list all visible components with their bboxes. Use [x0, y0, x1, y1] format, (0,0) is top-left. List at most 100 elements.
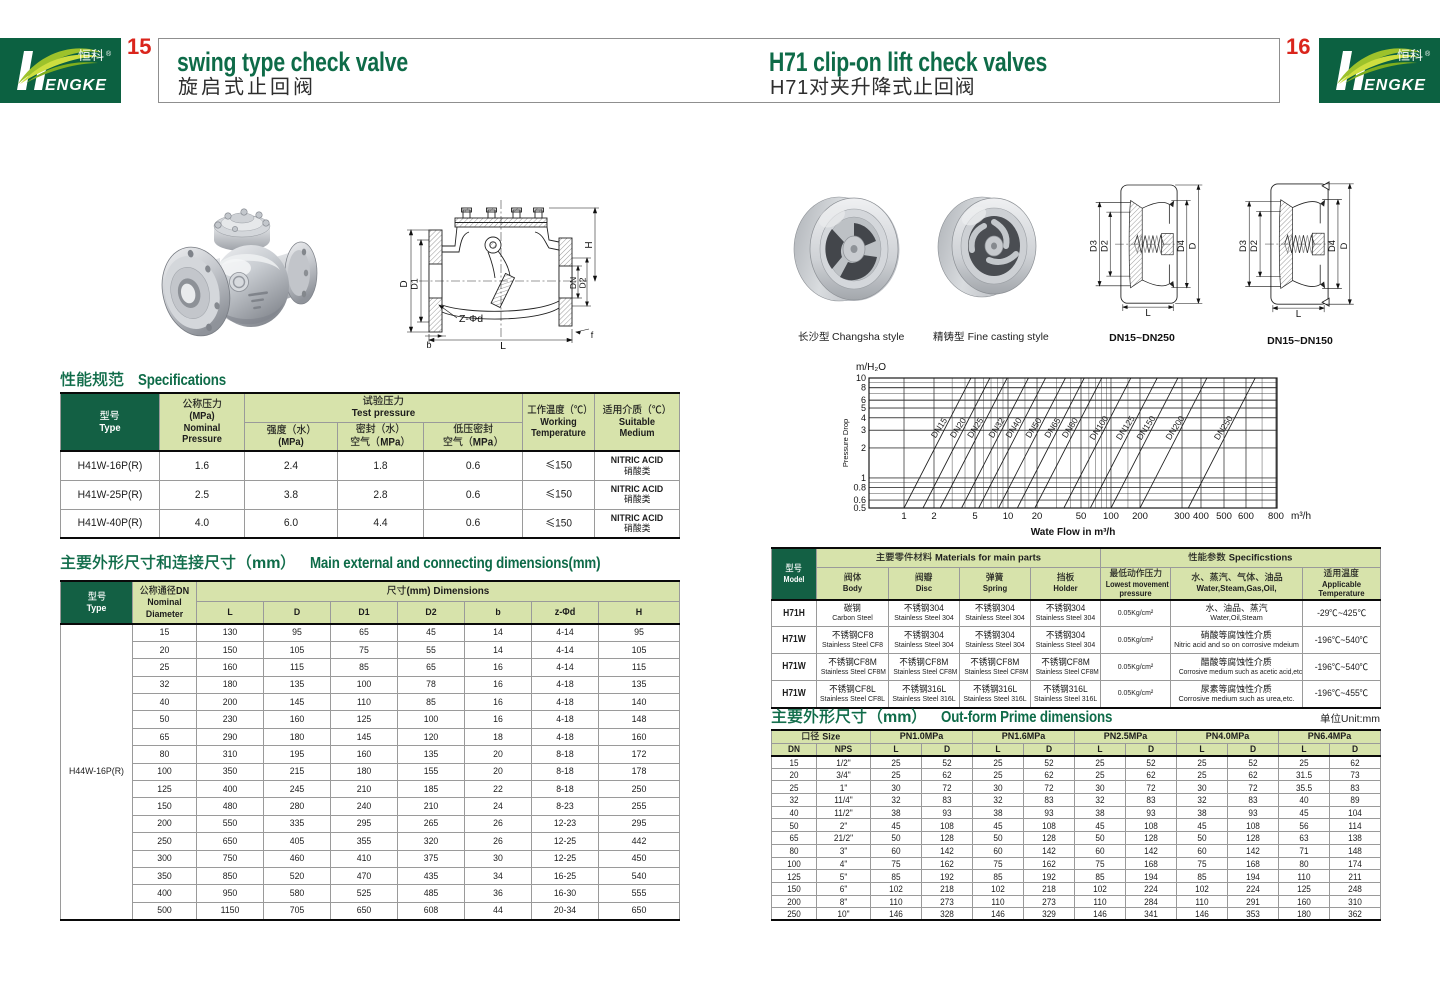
table-cell: 44: [464, 901, 532, 921]
table-cell: 102: [972, 881, 1025, 896]
table-cell: 52: [1125, 755, 1178, 769]
table-cell: 24: [464, 797, 532, 816]
table-cell: 230: [196, 710, 264, 729]
table-cell: 280: [263, 797, 331, 816]
table-cell: 353: [1227, 907, 1280, 921]
table-cell: 2.8: [337, 479, 424, 510]
table-cell: 128: [1227, 831, 1280, 845]
col-header-d: D: [920, 742, 974, 756]
table-cell: 52: [1023, 755, 1076, 769]
table-cell: 45: [972, 818, 1025, 833]
table-cell: 32: [870, 793, 922, 807]
table-cell: 146: [1176, 907, 1229, 921]
table-cell: 40: [132, 693, 197, 712]
table-cell: 218: [920, 881, 974, 896]
table-cell: 14: [464, 623, 532, 642]
table-cell: 110: [1074, 894, 1127, 909]
table-cell: 0.05Kg/cm²: [1100, 626, 1171, 654]
table-cell: 40: [1278, 793, 1331, 807]
table-cell: 128: [1125, 831, 1178, 845]
svg-text:L: L: [1145, 308, 1151, 318]
svg-text:H: H: [584, 241, 595, 248]
table-cell: 608: [397, 901, 465, 921]
table-cell: 26: [464, 814, 532, 834]
svg-text:m³/h: m³/h: [1291, 511, 1311, 522]
col-header-l: L: [870, 742, 922, 756]
col-header-dimensions-group: (mm) Dimensions: [195, 580, 681, 602]
table-cell: 400: [196, 780, 264, 799]
table-cell: 200: [132, 814, 197, 834]
table-cell: 194: [1227, 869, 1280, 883]
table-cell: 135: [397, 745, 465, 764]
table-cell: 83: [1023, 793, 1076, 807]
table-cell: 45: [397, 623, 465, 642]
svg-text:50: 50: [1076, 511, 1087, 522]
svg-text:®: ®: [106, 50, 112, 58]
table-cell: 273: [1023, 894, 1076, 909]
table-cell: 135: [597, 675, 681, 695]
table-cell: 320: [397, 832, 465, 851]
table-cell: 15: [771, 755, 817, 769]
table-cell: 265: [397, 814, 465, 834]
table-cell: 192: [1023, 869, 1076, 883]
col-header-l: L: [1074, 742, 1127, 756]
table-cell: 405: [263, 832, 331, 851]
table-cell: 335: [263, 814, 331, 834]
table-cell: 4-14: [531, 623, 599, 642]
table-cell: 180: [330, 762, 398, 782]
drawing-caption-dn15-dn250: DN15~DN250: [1109, 332, 1175, 344]
section-title-outform: mm Out-form Prime dimensions: [771, 708, 1141, 727]
table-cell: 16: [464, 658, 532, 677]
table-cell: 25: [1074, 767, 1127, 782]
table-cell: 20: [771, 767, 817, 782]
table-cell: 11/2": [816, 805, 871, 820]
table-cell: 89: [1329, 793, 1382, 807]
table-cell: -196~540: [1302, 653, 1381, 681]
photo-caption-fine-casting: Fine casting style: [928, 331, 1054, 343]
table-cell: 142: [920, 843, 974, 858]
table-cell: 125: [132, 780, 197, 799]
col-header-nps: NPS: [816, 742, 871, 756]
col-header-d: D: [1125, 742, 1178, 756]
table-cell: 4-18: [531, 727, 599, 747]
table-cell: 1/2": [816, 755, 871, 769]
table-cell: 450: [597, 849, 681, 868]
table-cell: 25: [870, 767, 922, 782]
table-cell: 105: [263, 640, 331, 660]
svg-text:0.8: 0.8: [853, 483, 866, 493]
col-header-d: D: [1227, 742, 1280, 756]
table-cell: 12-25: [531, 832, 599, 851]
col-header-type: Type: [60, 580, 133, 625]
svg-text:D2: D2: [1099, 240, 1109, 252]
table-cell: 5": [816, 869, 871, 883]
svg-text:D2: D2: [1249, 240, 1259, 252]
drawing-swing-check-section: D D1 H DN D2 L b f Z-Φd: [399, 200, 599, 350]
table-cell: 435: [397, 866, 465, 886]
svg-text:DN15: DN15: [929, 416, 949, 440]
col-header-pn6.4mpa: PN6.4MPa: [1278, 729, 1382, 744]
table-cell: 290: [196, 727, 264, 747]
table-cell: 160: [263, 710, 331, 729]
table-cell: 192: [920, 869, 974, 883]
hengke-logo: ENGKE ®: [1336, 48, 1431, 94]
table-cell: 60: [870, 843, 922, 858]
table-cell: 93: [1227, 805, 1280, 820]
col-header-d: D: [1329, 742, 1382, 756]
table-cell: 62: [1329, 755, 1382, 769]
table-cell: 273: [920, 894, 974, 909]
